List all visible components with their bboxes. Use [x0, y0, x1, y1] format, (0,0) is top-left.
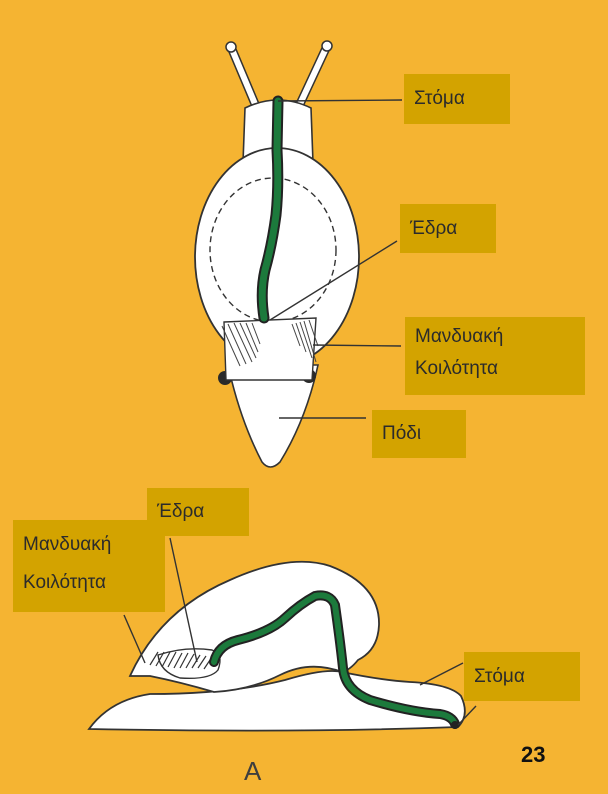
label-mouth-side: Στόμα [464, 652, 580, 701]
label-mantle-cavity-top: Μανδυακή Κοιλότητα [405, 317, 585, 395]
figure-letter: A [244, 756, 261, 787]
label-mantle-cavity-side-line2: Κοιλότητα [23, 564, 155, 602]
label-mouth-top: Στόμα [404, 74, 510, 124]
mouth-leader-line [278, 100, 402, 101]
right-tentacle-tip [322, 41, 332, 51]
label-mantle-cavity-top-line2: Κοιλότητα [415, 353, 575, 385]
page-number: 23 [521, 742, 545, 768]
side-mouth-dot [451, 721, 459, 729]
label-mantle-cavity-side: Μανδυακή Κοιλότητα [13, 520, 165, 612]
label-mantle-cavity-side-line1: Μανδυακή [23, 526, 155, 564]
label-foot-top: Πόδι [372, 410, 466, 458]
label-anus-top: Έδρα [400, 204, 496, 253]
mantle-leader-line [313, 345, 401, 346]
left-tentacle-tip [226, 42, 236, 52]
label-mantle-cavity-top-line1: Μανδυακή [415, 321, 575, 353]
